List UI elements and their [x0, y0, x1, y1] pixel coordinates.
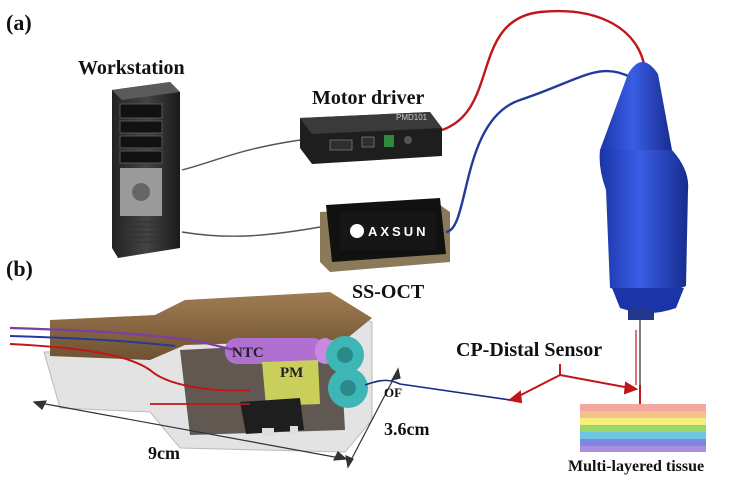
blue-probe-handpiece: [599, 62, 689, 385]
of-label: OF: [384, 385, 403, 400]
motor-model-text: PMD101: [396, 113, 428, 122]
cp-distal-sensor-label: CP-Distal Sensor: [456, 339, 603, 361]
dimension-diameter-arrow: [345, 367, 401, 469]
panel-label-a: (a): [6, 10, 32, 35]
distal-probe-cross-section: [9, 292, 511, 453]
dimension-length-arrow: [32, 400, 348, 461]
workstation-computer: [112, 82, 180, 258]
oct-brand-text: AXSUN: [368, 224, 429, 239]
motor-driver-box: [300, 112, 442, 164]
tissue-label: Multi-layered tissue: [568, 458, 705, 475]
ss-oct-label: SS-OCT: [352, 281, 425, 303]
length-label: 9cm: [148, 443, 180, 463]
motor-driver-label: Motor driver: [312, 87, 425, 109]
ntc-label: NTC: [232, 345, 264, 361]
panel-label-b: (b): [6, 256, 33, 281]
cable-workstation-motor: [181, 139, 301, 171]
ss-oct-engine: [320, 198, 450, 272]
cable-workstation-oct: [181, 225, 327, 237]
diameter-label: 3.6cm: [384, 419, 430, 439]
multi-layered-tissue: [580, 385, 706, 452]
cp-distal-sensor-arrows: [507, 364, 639, 404]
pm-label: PM: [280, 365, 304, 381]
cable-blue-oct-probe: [445, 69, 633, 234]
cable-red-motor-probe: [441, 9, 647, 132]
workstation-label: Workstation: [78, 57, 185, 79]
